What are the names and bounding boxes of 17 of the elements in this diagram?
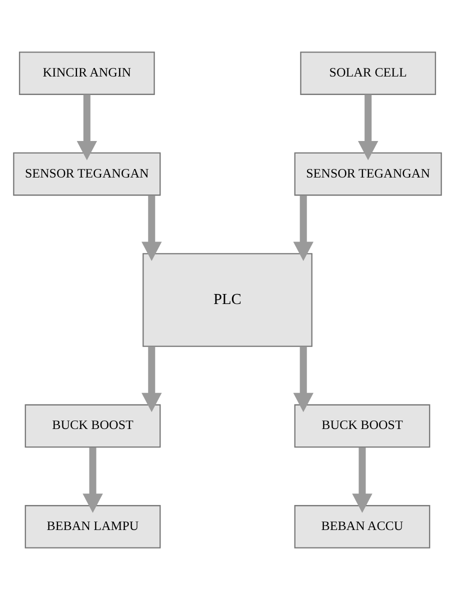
arrow [76, 94, 97, 160]
arrow [357, 94, 378, 160]
arrow [141, 346, 162, 412]
node-box: PLC [142, 252, 312, 346]
node-box: SENSOR TEGANGAN [12, 152, 160, 196]
node-box: BEBAN ACCU [294, 504, 430, 548]
arrow [292, 194, 313, 260]
node-box: BUCK BOOST [294, 404, 430, 448]
arrow [352, 446, 372, 512]
arrow [141, 194, 162, 260]
node-box: BEBAN LAMPU [24, 504, 160, 548]
arrow [292, 346, 313, 412]
arrow [82, 446, 102, 512]
node-box: SOLAR CELL [300, 51, 436, 94]
node-box: KINCIR ANGIN [18, 51, 154, 94]
node-box: BUCK BOOST [24, 404, 160, 448]
node-box: SENSOR TEGANGAN [294, 152, 442, 196]
